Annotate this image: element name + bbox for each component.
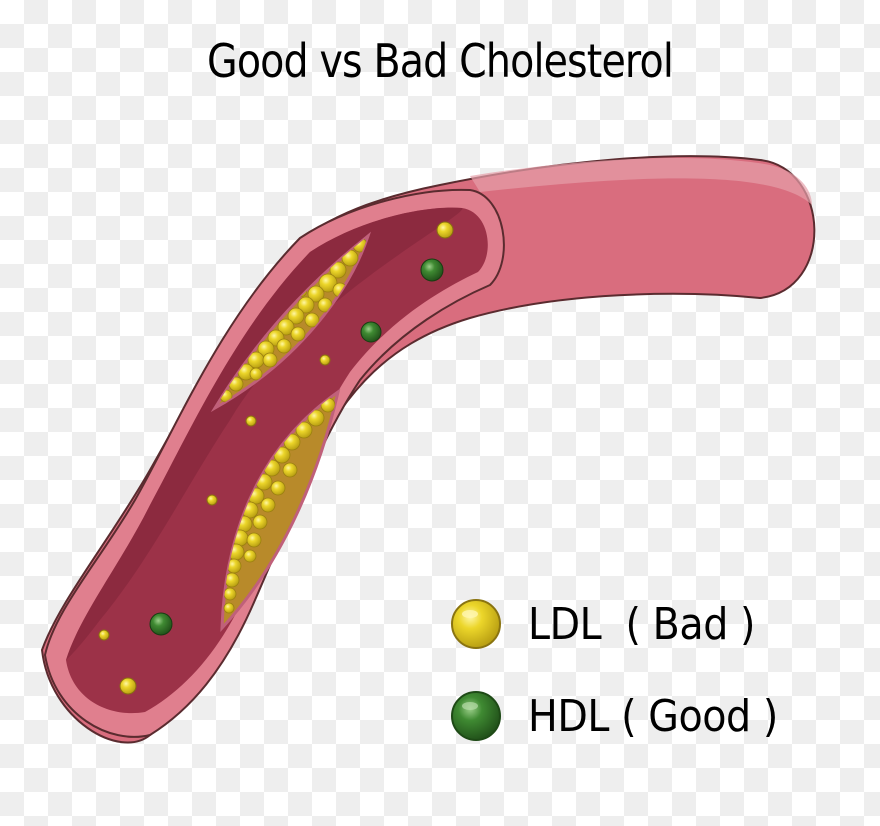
legend-item-hdl: HDL ( Good ) (450, 690, 806, 742)
legend-label-hdl: HDL ( Good ) (528, 690, 778, 742)
legend: LDL ( Bad ) HDL ( Good ) (450, 598, 806, 742)
ldl-particles (98, 221, 454, 695)
ldl-plaque-cluster-bottom (223, 397, 336, 614)
legend-label-ldl: LDL ( Bad ) (528, 598, 756, 650)
hdl-particles (149, 258, 444, 636)
yellow-particle-icon (451, 599, 501, 649)
diagram-title: Good vs Bad Cholesterol (207, 34, 674, 88)
legend-item-ldl: LDL ( Bad ) (450, 598, 806, 650)
green-particle-icon (451, 691, 501, 741)
